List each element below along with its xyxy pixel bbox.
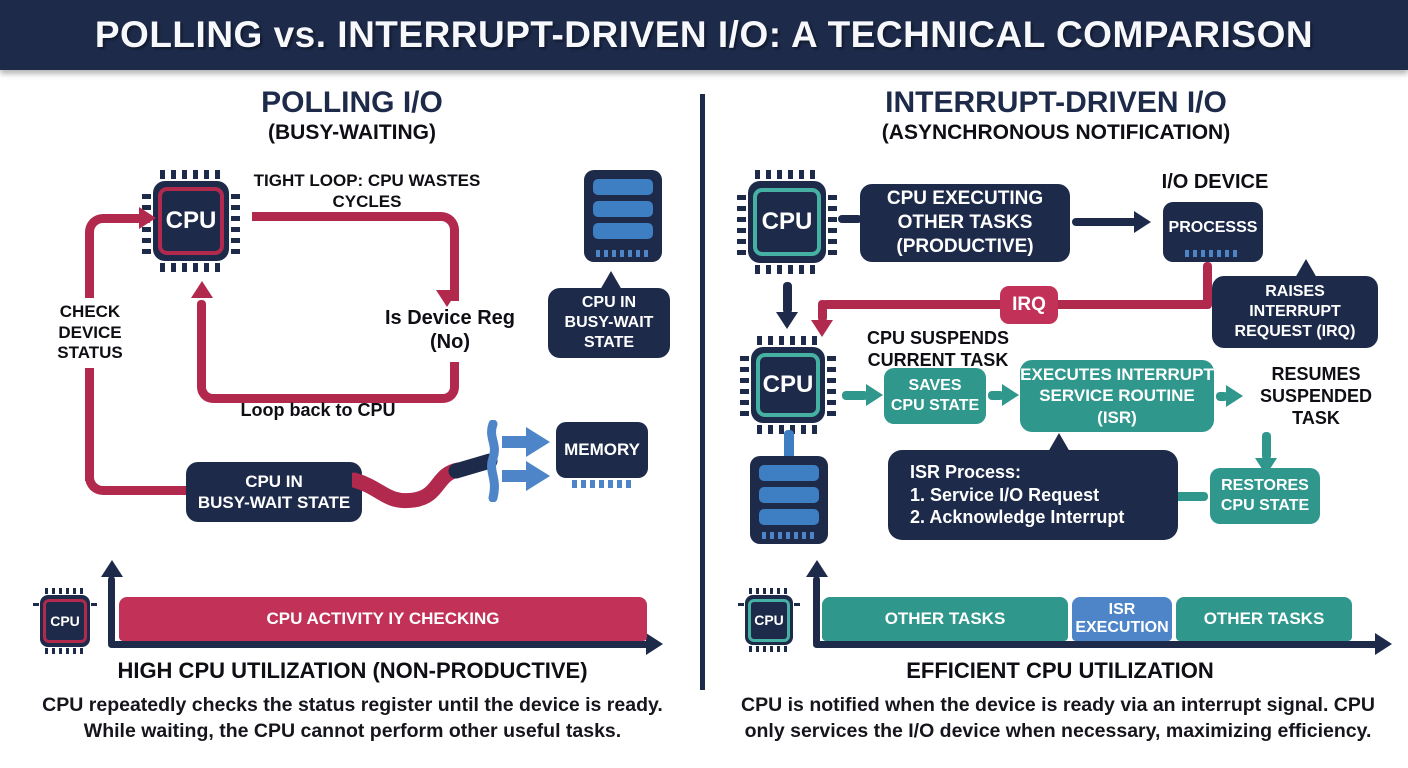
chip-pins-icon (231, 188, 240, 254)
title-bar: POLLING vs. INTERRUPT-DRIVEN I/O: A TECH… (0, 0, 1408, 70)
tight-loop-label: TIGHT LOOP: CPU WASTES CYCLES (253, 171, 481, 211)
cpu-chip-icon: CPU (737, 170, 837, 274)
device-pins-icon (1185, 250, 1241, 257)
suspends-label: CPU SUSPENDS CURRENT TASK (866, 328, 1010, 370)
is-device-label: Is Device Reg (No) (384, 307, 516, 354)
to-device-arrow (1072, 218, 1138, 226)
restores-state-box: RESTORES CPU STATE (1210, 468, 1320, 524)
busywait-bubble: CPU IN BUSY-WAIT STATE (548, 271, 670, 358)
cpu-chip-icon: CPU (740, 336, 836, 434)
isr-execution-bar: ISR EXECUTION (1072, 597, 1172, 641)
axis-arrow-right-icon (646, 633, 663, 655)
arrowhead-right-icon (1134, 211, 1151, 233)
arrowhead-right-icon (1002, 384, 1019, 406)
teal-arrow (988, 391, 1004, 400)
y-axis (108, 576, 115, 646)
memory-box: MEMORY (556, 422, 648, 478)
axis-arrow-up-icon (101, 560, 123, 577)
irq-line-drop (818, 300, 827, 322)
polling-caption: CPU repeatedly checks the status registe… (42, 694, 663, 742)
polling-subtitle: (BUSY-WAITING) (268, 120, 436, 144)
teal-arrow (842, 391, 868, 400)
interrupt-title: INTERRUPT-DRIVEN I/O (885, 86, 1227, 119)
executing-tasks-box: CPU EXECUTING OTHER TASKS (PRODUCTIVE) (860, 184, 1070, 262)
io-device-icon (750, 456, 828, 544)
interrupt-heading: INTERRUPT-DRIVEN I/O (ASYNCHRONOUS NOTIF… (704, 86, 1408, 145)
arrowhead-down-icon (436, 290, 458, 307)
arrowhead-down-icon (776, 312, 798, 329)
teal-arrow (1216, 392, 1228, 401)
y-axis (813, 576, 820, 646)
connector-line (838, 215, 862, 223)
cpu-chip-small-icon: CPU (33, 588, 97, 654)
arrowhead-right-icon (1226, 385, 1243, 407)
process-box: PROCESSS (1163, 202, 1263, 262)
arrowhead-down-icon (811, 320, 833, 337)
panel-divider (700, 94, 705, 690)
isr-routine-box: EXECUTES INTERRUPT SERVICE ROUTINE (ISR) (1020, 360, 1214, 432)
interrupt-caption: CPU is notified when the device is ready… (741, 694, 1375, 742)
cpu-chip-icon: CPU (142, 170, 240, 272)
polling-utilization-label: HIGH CPU UTILIZATION (NON-PRODUCTIVE) (117, 658, 588, 683)
other-tasks-bar: OTHER TASKS (822, 597, 1068, 641)
memory-pins-icon (572, 480, 632, 488)
arrowhead-up-icon (191, 281, 213, 298)
loop-return-shaft (197, 300, 206, 370)
io-device-label: I/O DEVICE (1161, 171, 1269, 193)
isr-process-box: ISR Process: 1. Service I/O Request 2. A… (888, 433, 1178, 540)
polling-title: POLLING I/O (261, 86, 443, 119)
x-axis (813, 641, 1379, 648)
busywait-state-box: CPU IN BUSY-WAIT STATE (186, 462, 362, 522)
suspend-arrow-shaft (783, 282, 792, 314)
chip-pins-icon (159, 170, 223, 179)
device-pins-icon (762, 532, 816, 539)
check-device-label: CHECK DEVICE STATUS (38, 298, 142, 369)
device-connector (784, 430, 794, 460)
cpu-chip-small-icon: CPU (738, 588, 800, 652)
polling-activity-bar: CPU ACTIVITY IY CHECKING (119, 597, 647, 641)
chip-pins-icon (159, 263, 223, 272)
raises-irq-bubble: RAISES INTERRUPT REQUEST (IRQ) (1212, 259, 1378, 348)
interrupt-subtitle: (ASYNCHRONOUS NOTIFICATION) (881, 120, 1231, 144)
status-rail-bottom (85, 414, 194, 495)
polling-heading: POLLING I/O (BUSY-WAITING) (0, 86, 704, 145)
ribbon-arrow-icon (352, 453, 498, 509)
loop-arrow-top (252, 212, 459, 301)
interrupt-utilization-label: EFFICIENT CPU UTILIZATION (906, 658, 1214, 683)
irq-badge: IRQ (1000, 286, 1058, 324)
page-title: POLLING vs. INTERRUPT-DRIVEN I/O: A TECH… (94, 14, 1314, 55)
teal-arrow-left (1162, 492, 1208, 501)
other-tasks-bar: OTHER TASKS (1176, 597, 1352, 641)
memory-transfer-arrows-icon (487, 420, 550, 502)
arrowhead-right-icon (139, 207, 156, 229)
irq-line-down (1203, 262, 1212, 308)
axis-arrow-up-icon (806, 560, 828, 577)
x-axis (108, 641, 650, 648)
resumes-label: RESUMES SUSPENDED TASK (1259, 364, 1373, 428)
loop-arrow-bottom (197, 362, 459, 403)
teal-arrow-down (1262, 432, 1271, 460)
cpu-label: CPU (165, 207, 217, 234)
saves-state-box: SAVES CPU STATE (884, 368, 986, 424)
device-pins-icon (596, 250, 650, 257)
io-device-icon (584, 170, 662, 262)
arrowhead-right-icon (866, 384, 883, 406)
axis-arrow-right-icon (1375, 633, 1392, 655)
loop-back-label: Loop back to CPU (240, 400, 396, 420)
